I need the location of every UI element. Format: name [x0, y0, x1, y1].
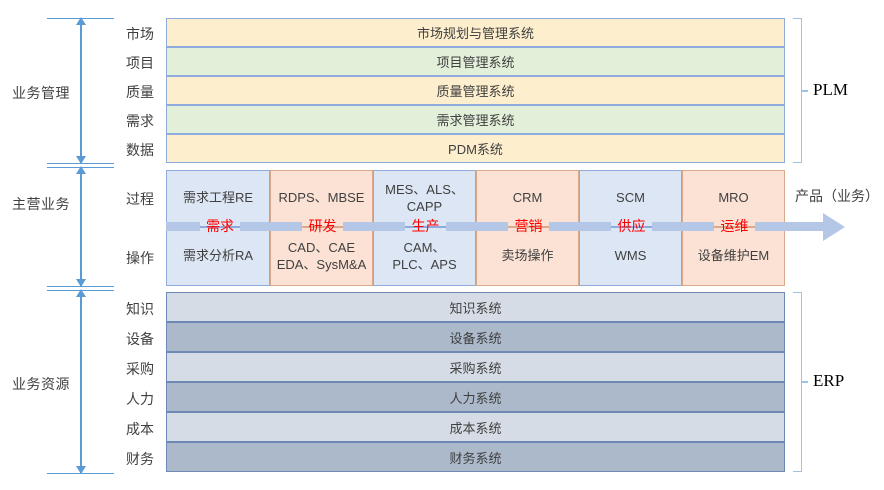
plm-row-0[interactable]: 市场规划与管理系统: [166, 18, 785, 47]
product-output-label: 产品（业务）: [795, 188, 879, 204]
main-rowname-process: 过程: [126, 191, 154, 207]
erp-brace: [793, 292, 802, 472]
main-process-text-2: MES、ALS、 CAPP: [385, 182, 464, 214]
erp-row-4-label: 成本系统: [449, 420, 502, 436]
group-arrow-core-business: [76, 166, 86, 287]
flow-stage-label-2: 生产: [411, 218, 440, 234]
flow-stage-label-0: 需求: [206, 218, 234, 234]
main-process-cell-5[interactable]: MRO: [682, 170, 785, 227]
plm-row-2-label: 质量管理系统: [436, 84, 515, 99]
main-process-cell-4[interactable]: SCM: [579, 170, 682, 227]
main-operation-cell-1[interactable]: CAD、CAE EDA、SysM&A: [270, 227, 373, 286]
flow-segment-0: [166, 222, 200, 231]
erp-row-5-label: 财务系统: [449, 450, 502, 466]
group-label-core-business: 主营业务: [12, 196, 70, 212]
flow-stage-label-3: 营销: [514, 218, 543, 234]
erp-rowname-1: 设备: [126, 331, 154, 347]
erp-rowname-4: 成本: [126, 421, 154, 437]
group-label-business-management: 业务管理: [12, 85, 70, 101]
plm-row-4[interactable]: PDM系统: [166, 134, 785, 163]
erp-rowname-5: 财务: [126, 451, 154, 467]
plm-brace: [793, 18, 802, 163]
erp-row-0[interactable]: 知识系统: [166, 292, 785, 322]
erp-row-3[interactable]: 人力系统: [166, 382, 785, 412]
main-process-text-4: SCM: [616, 190, 645, 206]
plm-brace-nub: [802, 90, 808, 92]
main-process-text-1: RDPS、MBSE: [278, 190, 365, 206]
group-label-business-resources: 业务资源: [12, 376, 70, 392]
main-rowname-operation: 操作: [126, 250, 154, 266]
main-process-cell-1[interactable]: RDPS、MBSE: [270, 170, 373, 227]
erp-rowname-0: 知识: [126, 301, 154, 317]
plm-row-0-label: 市场规划与管理系统: [416, 26, 534, 41]
main-operation-text-0: 需求分析RA: [182, 248, 254, 264]
erp-row-5[interactable]: 财务系统: [166, 442, 785, 472]
main-operation-cell-0[interactable]: 需求分析RA: [166, 227, 270, 286]
main-process-text-0: 需求工程RE: [182, 190, 254, 206]
flow-arrow-head-icon: [823, 212, 845, 241]
flow-segment-3: [446, 222, 508, 231]
main-operation-text-3: 卖场操作: [501, 248, 554, 264]
main-operation-text-5: 设备维护EM: [697, 248, 770, 264]
plm-row-3[interactable]: 需求管理系统: [166, 105, 785, 134]
main-operation-text-1: CAD、CAE EDA、SysM&A: [276, 240, 367, 272]
plm-row-2[interactable]: 质量管理系统: [166, 76, 785, 105]
flow-segment-4: [549, 222, 611, 231]
erp-row-0-label: 知识系统: [449, 300, 502, 316]
group-arrow-business-resources: [76, 289, 86, 474]
plm-rowname-1: 项目: [126, 55, 154, 71]
erp-brace-label: ERP: [813, 371, 845, 390]
main-operation-text-2: CAM、 PLC、APS: [392, 240, 457, 272]
flow-segment-5: [652, 222, 714, 231]
plm-row-4-label: PDM系统: [448, 142, 503, 157]
flow-stage-label-1: 研发: [308, 218, 337, 234]
main-process-cell-3[interactable]: CRM: [476, 170, 579, 227]
plm-row-1[interactable]: 项目管理系统: [166, 47, 785, 76]
flow-stage-label-4: 供应: [617, 218, 646, 234]
main-process-cell-2[interactable]: MES、ALS、 CAPP: [373, 170, 476, 227]
erp-row-3-label: 人力系统: [449, 390, 502, 406]
plm-rowname-2: 质量: [126, 84, 154, 100]
group-arrow-business-management: [76, 17, 86, 164]
plm-rowname-3: 需求: [126, 113, 154, 129]
erp-row-2-label: 采购系统: [449, 360, 502, 376]
main-operation-cell-2[interactable]: CAM、 PLC、APS: [373, 227, 476, 286]
plm-rowname-4: 数据: [126, 142, 154, 158]
flow-segment-1: [240, 222, 302, 231]
flow-segment-2: [343, 222, 405, 231]
flow-stage-label-5: 运维: [720, 218, 749, 234]
flow-segment-6: [755, 222, 823, 231]
main-operation-text-4: WMS: [614, 248, 647, 264]
main-operation-cell-3[interactable]: 卖场操作: [476, 227, 579, 286]
erp-rowname-3: 人力: [126, 391, 154, 407]
erp-rowname-2: 采购: [126, 361, 154, 377]
main-process-text-3: CRM: [512, 190, 543, 206]
erp-row-4[interactable]: 成本系统: [166, 412, 785, 442]
plm-rowname-0: 市场: [126, 26, 154, 42]
erp-row-1-label: 设备系统: [449, 330, 502, 346]
plm-row-1-label: 项目管理系统: [436, 55, 515, 70]
plm-row-3-label: 需求管理系统: [436, 113, 515, 128]
main-operation-cell-4[interactable]: WMS: [579, 227, 682, 286]
erp-row-1[interactable]: 设备系统: [166, 322, 785, 352]
main-process-cell-0[interactable]: 需求工程RE: [166, 170, 270, 227]
erp-row-2[interactable]: 采购系统: [166, 352, 785, 382]
main-process-text-5: MRO: [718, 190, 749, 206]
erp-brace-nub: [802, 381, 808, 383]
plm-brace-label: PLM: [813, 80, 848, 99]
main-operation-cell-5[interactable]: 设备维护EM: [682, 227, 785, 286]
